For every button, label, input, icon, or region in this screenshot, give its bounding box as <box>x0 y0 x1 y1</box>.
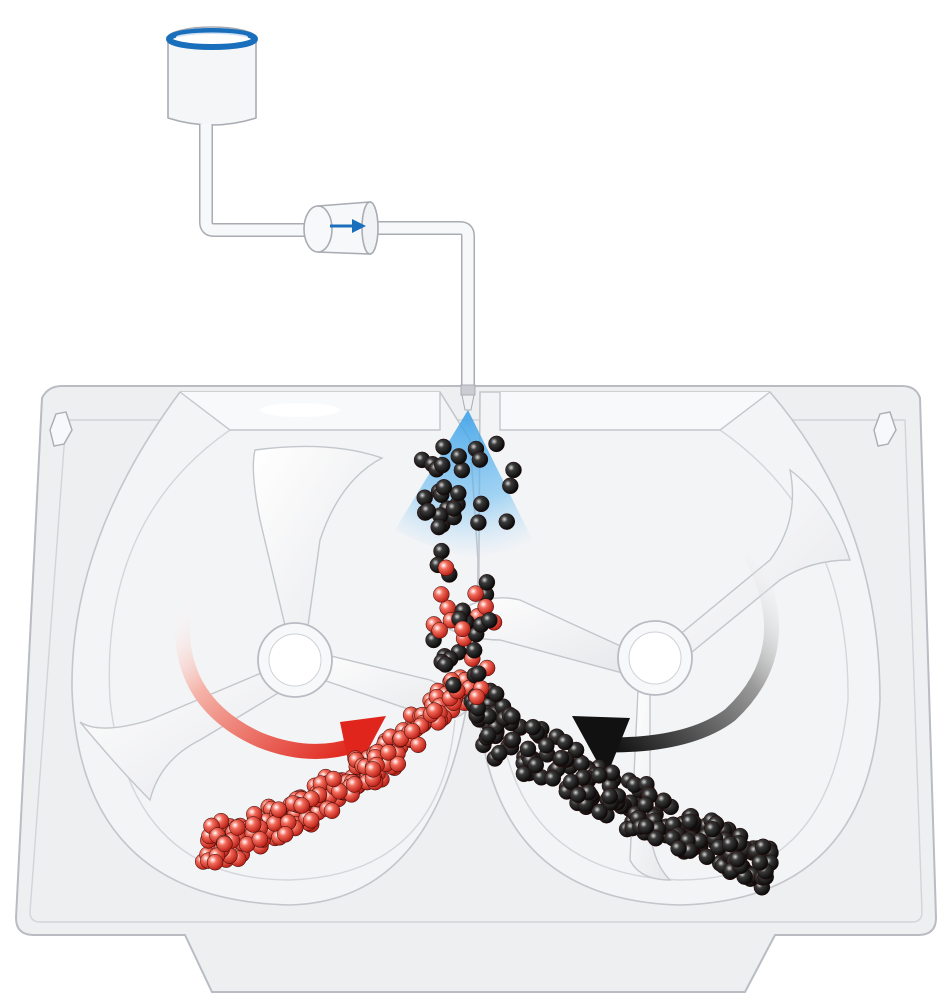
coated-particle <box>364 761 382 778</box>
airborne-particle <box>431 622 448 639</box>
airborne-particle <box>419 502 437 520</box>
uncoated-particle <box>504 708 521 725</box>
coated-particle <box>270 801 287 818</box>
airborne-particle <box>437 656 454 673</box>
uncoated-particle <box>670 840 687 857</box>
uncoated-particle <box>562 773 580 791</box>
uncoated-particle <box>569 786 587 804</box>
coated-particle <box>277 826 294 843</box>
airborne-particle <box>477 598 494 615</box>
coated-particle <box>380 744 397 761</box>
airborne-particle <box>478 574 496 591</box>
airborne-particle <box>445 676 462 694</box>
uncoated-particle <box>637 818 655 835</box>
coated-particle <box>244 816 262 833</box>
uncoated-particle <box>538 737 555 754</box>
coated-particle <box>229 819 246 836</box>
uncoated-particle <box>515 765 533 783</box>
coated-particle <box>389 755 407 773</box>
uncoated-particle <box>519 740 537 758</box>
uncoated-particle <box>553 749 570 767</box>
uncoated-particle <box>591 767 608 784</box>
airborne-particle <box>505 461 522 479</box>
uncoated-particle <box>698 848 716 866</box>
airborne-particle <box>502 477 519 495</box>
feed-tube <box>199 124 475 388</box>
coated-particle <box>216 835 233 853</box>
coated-particle <box>426 702 443 719</box>
uncoated-particle <box>655 792 672 809</box>
coated-particle <box>206 853 224 871</box>
uncoated-particle <box>504 731 522 748</box>
pump <box>303 201 379 255</box>
uncoated-particle <box>754 838 772 856</box>
coated-particle <box>302 812 320 829</box>
coated-particle <box>323 802 341 819</box>
uncoated-particle <box>491 744 508 762</box>
coated-particle <box>403 722 421 740</box>
airborne-particle <box>468 688 486 706</box>
flow-arrow-icon <box>330 219 366 233</box>
uncoated-particle <box>637 796 654 813</box>
uncoated-particle <box>601 788 619 805</box>
airborne-particle <box>437 559 455 577</box>
airborne-particle <box>488 435 505 453</box>
airborne-particle <box>433 542 450 560</box>
right-rotation-arrow <box>572 548 779 778</box>
airborne-particle <box>453 461 471 479</box>
coated-particle <box>346 776 363 793</box>
airborne-particle <box>450 484 467 502</box>
uncoated-particle <box>527 756 545 774</box>
uncoated-particle <box>487 685 505 703</box>
airborne-particle <box>435 479 453 496</box>
liquid-reservoir <box>166 26 258 126</box>
coated-particle <box>325 770 342 788</box>
uncoated-particle <box>556 733 574 751</box>
airborne-particle <box>434 456 451 474</box>
airborne-particle <box>433 586 450 603</box>
airborne-particles <box>413 435 522 706</box>
airborne-particle <box>465 642 483 659</box>
airborne-particle <box>498 513 516 530</box>
uncoated-particle <box>751 854 769 871</box>
uncoated-particle <box>681 813 699 830</box>
uncoated-particle <box>721 835 739 853</box>
airborne-particle <box>481 612 498 629</box>
airborne-particle <box>470 514 487 531</box>
uncoated-particle <box>729 850 746 868</box>
coated-particle <box>251 831 269 848</box>
uncoated-particle <box>480 726 497 744</box>
mount-hole-left <box>49 411 73 447</box>
uncoated-particle <box>544 770 562 787</box>
coated-particle <box>293 797 310 814</box>
mount-hole-right <box>873 411 897 447</box>
airborne-particle <box>454 620 471 638</box>
airborne-particle <box>445 500 463 517</box>
uncoated-particle <box>591 803 608 821</box>
uncoated-particle <box>647 829 665 847</box>
airborne-particle <box>467 585 484 602</box>
airborne-particle <box>471 451 489 468</box>
airborne-particle <box>470 665 487 682</box>
uncoated-particle <box>704 820 721 838</box>
airborne-particle <box>430 518 447 536</box>
uncoated-particle <box>524 718 542 736</box>
airborne-particle <box>450 448 468 465</box>
airborne-particle <box>435 438 452 456</box>
airborne-particle <box>472 495 490 513</box>
cup-icon <box>166 28 258 50</box>
